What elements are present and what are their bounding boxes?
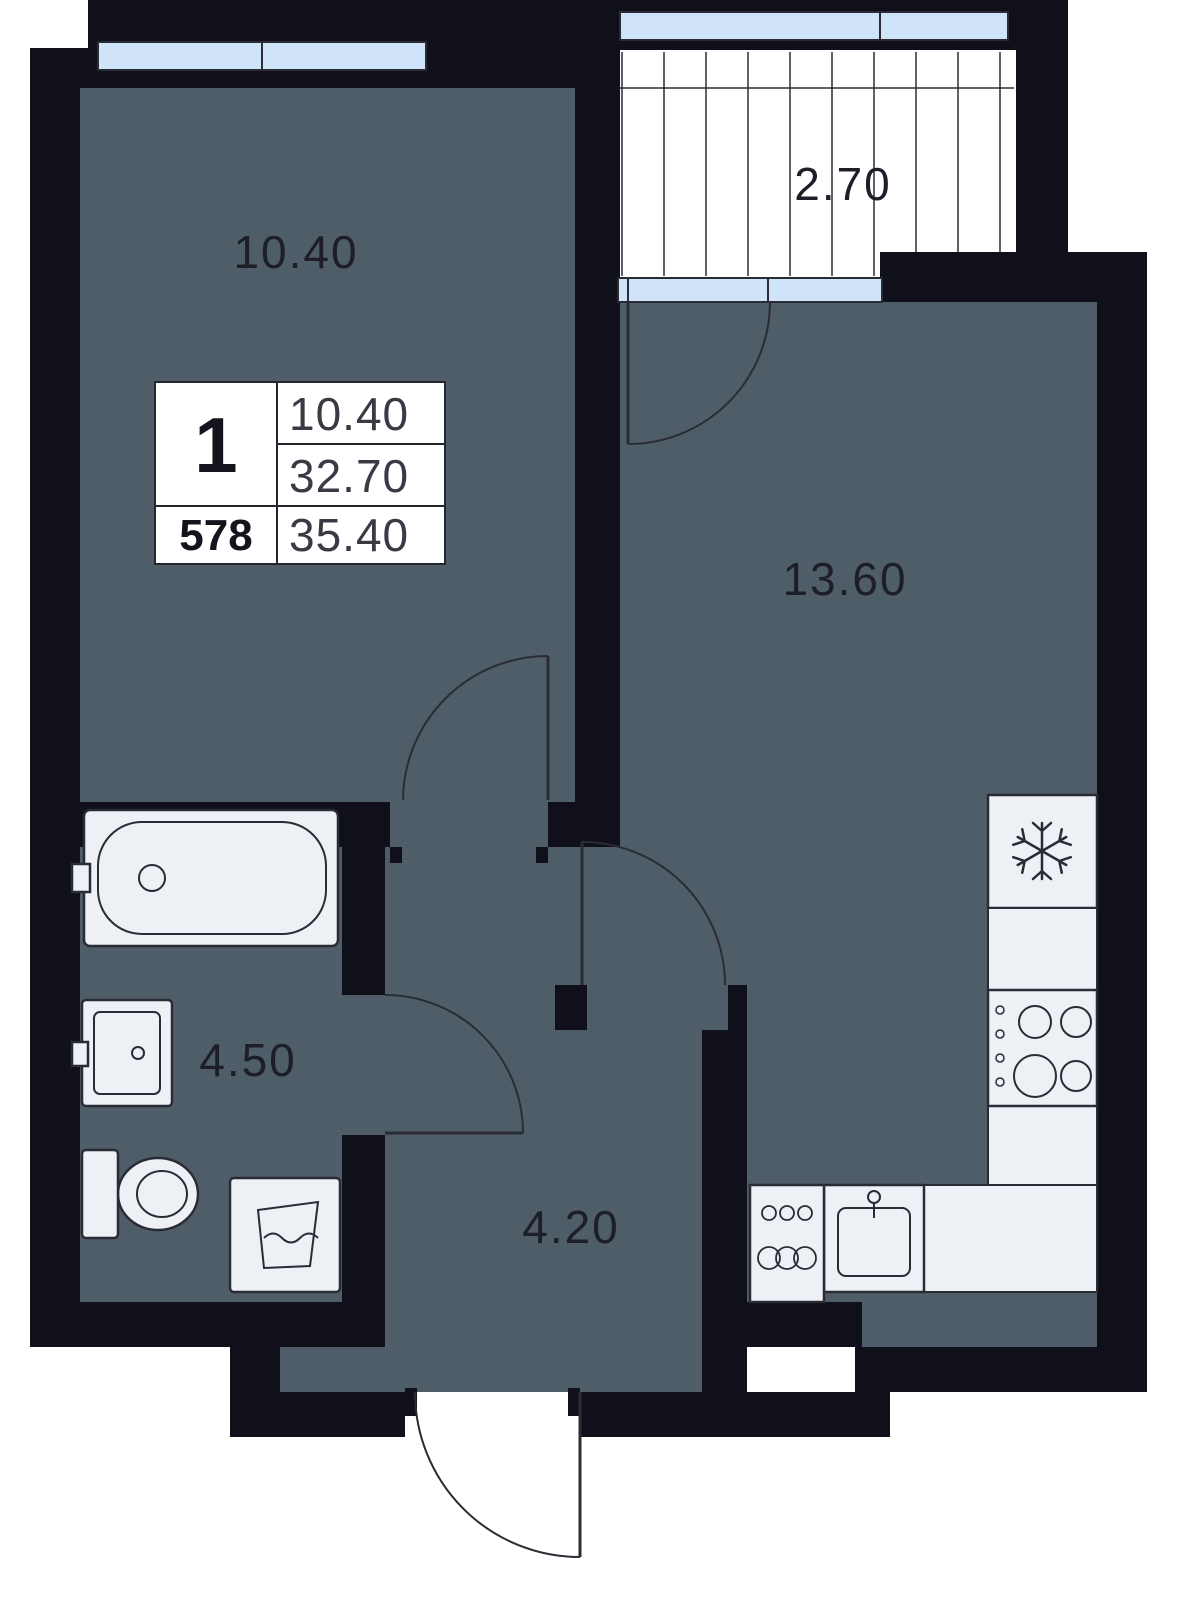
stove <box>986 988 1099 1108</box>
area-total-value: 35.40 <box>289 509 409 561</box>
wall-segment <box>1097 252 1147 1392</box>
wall-segment <box>855 1347 1147 1392</box>
door-balcony <box>626 301 771 445</box>
burner <box>1060 1060 1092 1092</box>
door-jamb <box>536 847 548 863</box>
door-jamb <box>405 1388 417 1416</box>
wall-segment <box>1016 0 1068 262</box>
bathtub <box>70 808 340 948</box>
balcony-hatch <box>602 52 1014 276</box>
kitchen-sink <box>822 1183 926 1294</box>
kitchen-washing-machine <box>748 1183 826 1304</box>
wall-segment <box>342 847 385 995</box>
wall-segment <box>728 985 747 1030</box>
doors <box>384 301 771 1558</box>
bathtub-faucet-icon <box>70 862 92 894</box>
hallway-floor-sliver <box>280 1347 385 1392</box>
wall-segment <box>580 1392 890 1437</box>
wall-segment <box>548 802 620 847</box>
burner <box>1018 1005 1052 1039</box>
unit-info-card: 1 578 10.40 32.70 35.40 <box>154 381 446 565</box>
wall-segment <box>30 48 92 88</box>
wall-segment <box>30 48 80 1347</box>
windows <box>97 11 1009 303</box>
room-label-kitchen: 13.60 <box>782 553 907 605</box>
toilet <box>80 1148 200 1240</box>
hallway-floor-lower <box>385 985 702 1392</box>
window-balcony-door <box>617 277 883 303</box>
room-label-bathroom: 4.50 <box>199 1034 297 1086</box>
fridge <box>986 793 1099 910</box>
area-main-value: 32.70 <box>289 450 409 502</box>
unit-number: 578 <box>179 511 252 560</box>
bathroom-door-gap-floor <box>342 995 385 1135</box>
door-entry <box>414 1391 582 1558</box>
area-living-value: 10.40 <box>289 388 409 440</box>
room-label-balcony: 2.70 <box>794 158 892 210</box>
unit-info-card-box <box>154 381 446 565</box>
door-living <box>402 655 550 801</box>
room-label-living: 10.40 <box>233 226 358 278</box>
wall-segment <box>230 1392 405 1437</box>
burner <box>1013 1054 1057 1098</box>
room-labels: 10.40 2.70 13.60 4.50 4.20 <box>199 158 907 1253</box>
window-balcony <box>619 11 1009 41</box>
door-kitchen <box>580 841 726 986</box>
door-bathroom <box>384 994 524 1135</box>
room-label-hallway: 4.20 <box>522 1201 620 1253</box>
wall-segment <box>575 0 620 802</box>
wall-segment <box>702 1030 747 1392</box>
wall-segment <box>555 985 587 1030</box>
rooms-count: 1 <box>194 401 237 489</box>
door-jamb <box>568 1388 580 1416</box>
walls <box>30 0 1147 1437</box>
wall-segment <box>342 1135 385 1302</box>
bathroom-sink <box>70 998 174 1108</box>
bathroom-washing-machine <box>228 1176 342 1294</box>
wall-segment <box>30 1302 385 1347</box>
sink-faucet-icon <box>70 1040 90 1068</box>
door-jamb <box>390 847 402 863</box>
toilet-tank <box>80 1148 120 1240</box>
burner <box>1060 1006 1092 1038</box>
